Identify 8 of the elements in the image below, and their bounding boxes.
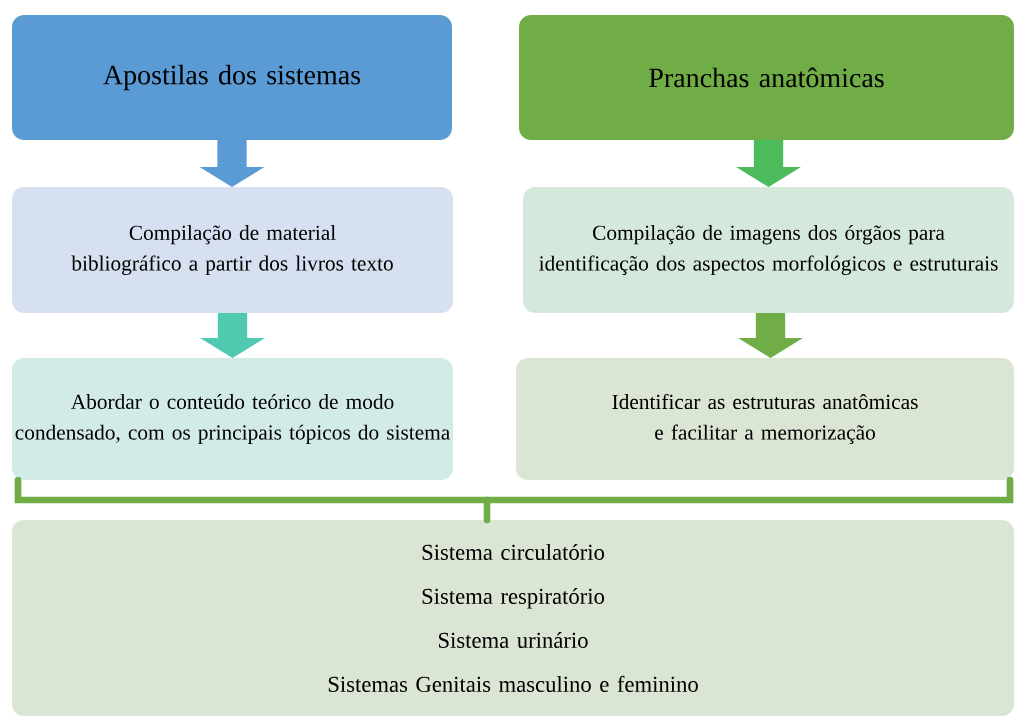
process-box: Compilação de material bibliográfico a partir dos livros texto [11,187,454,313]
bracket-connector [14,476,1014,524]
process-box: Abordar o conteúdo teórico de modo condensado, com os principais tópicos do sistema [11,358,454,480]
process-box: Identificar as estruturas anatômicas e facilitar a memorização [516,358,1014,480]
process-box: Pranchas anatômicas [519,14,1014,141]
process-box: Compilação de imagens dos órgãos para identificação dos aspectos morfológicos e estruturais [523,187,1014,313]
process-box: Apostilas dos sistemas [12,14,452,141]
process-box: Sistema circulatório Sistema respiratório Sistema urinário Sistemas Genitais masculino e feminino [12,520,1014,716]
